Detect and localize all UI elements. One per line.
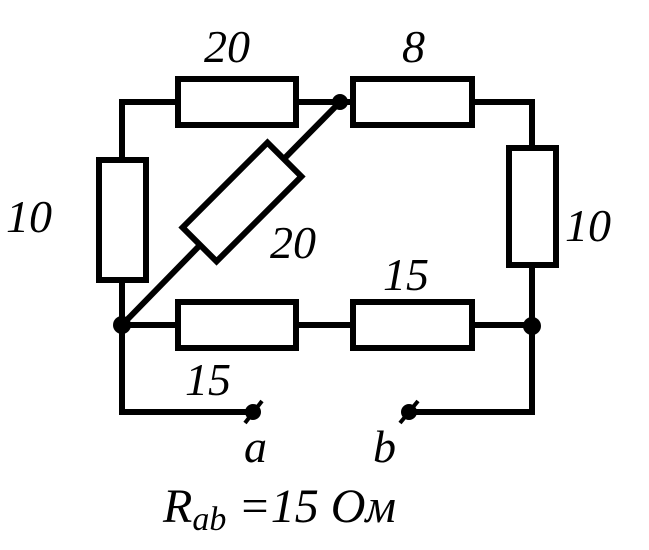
terminal-b-marker [398, 399, 420, 425]
wire-lead-a [119, 322, 253, 415]
junctions [113, 94, 541, 335]
result-formula: Rab =15 Ом [162, 480, 396, 538]
resistors [96, 76, 559, 351]
junction-left [113, 316, 131, 334]
result-symbol: R [162, 480, 192, 533]
terminal-b-label: b [373, 421, 396, 472]
resistor-left [96, 157, 149, 283]
result-value: =15 Ом [226, 480, 396, 533]
terminal-a-label: a [244, 421, 267, 472]
resistor-bottom-right [350, 299, 475, 351]
junction-top [332, 94, 348, 110]
wire-diagonal-lower [117, 235, 210, 330]
label-top-right-resistor: 8 [402, 21, 425, 72]
wire-lead-b [407, 322, 535, 415]
label-bottom-right-resistor: 15 [383, 249, 429, 300]
wire-top-left-corner [119, 99, 181, 163]
wire-top-right-corner [469, 99, 535, 151]
resistor-top-right [350, 76, 475, 128]
terminal-a-marker [243, 399, 264, 425]
label-left-resistor: 10 [6, 191, 52, 242]
label-right-resistor: 10 [565, 200, 611, 251]
resistor-diagonal [178, 138, 306, 266]
result-subscript: ab [192, 501, 226, 538]
label-diagonal-resistor: 20 [270, 217, 316, 268]
resistor-bottom-left [175, 299, 299, 351]
label-bottom-left-resistor: 15 [185, 354, 231, 405]
resistor-top-left [175, 76, 299, 128]
resistor-right [506, 145, 559, 268]
wires [117, 97, 535, 415]
junction-right [523, 317, 541, 335]
label-top-left-resistor: 20 [204, 21, 250, 72]
